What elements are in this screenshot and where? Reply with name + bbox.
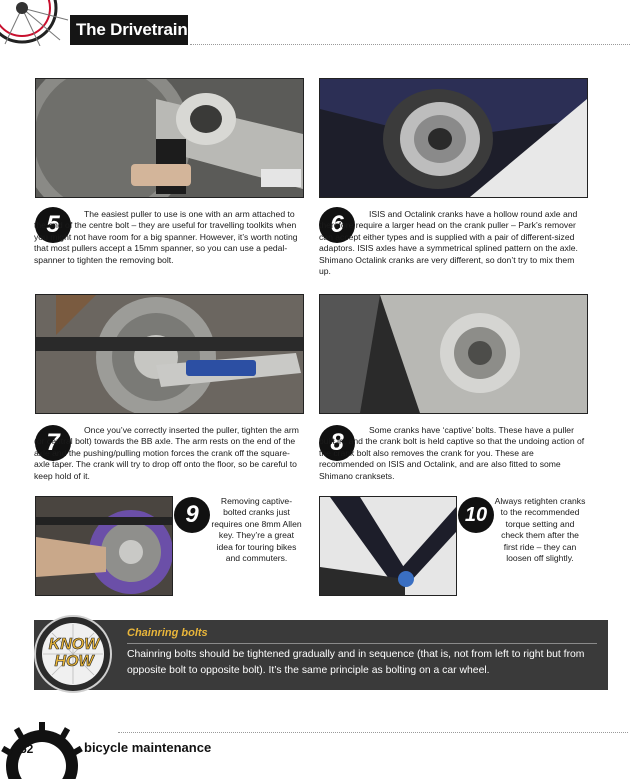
- step-9-photo: [35, 496, 173, 596]
- step-9-text: Removing captive-bolted cranks just requ…: [180, 496, 303, 564]
- step-8-photo: [319, 294, 588, 414]
- step-10-text: Always retighten cranks to the recommend…: [464, 496, 586, 564]
- page-number: 52: [20, 742, 34, 756]
- step-8-badge: 8: [319, 425, 355, 461]
- know-how-title: Chainring bolts: [127, 627, 208, 639]
- chainring-graphic: [0, 700, 95, 779]
- step-9-paragraph: Removing captive-bolted cranks just requ…: [211, 496, 302, 564]
- step-7-paragraph: Once you’ve correctly inserted the pulle…: [34, 425, 299, 481]
- know-how-divider: [127, 643, 597, 644]
- know-how-badge-line2: HOW: [54, 653, 94, 671]
- step-10-paragraph: Always retighten cranks to the recommend…: [494, 496, 586, 564]
- step-5-text: The easiest puller to use is one with an…: [34, 209, 302, 266]
- step-7-text: Once you’ve correctly inserted the pulle…: [34, 425, 302, 482]
- step-9-badge: 9: [174, 497, 210, 533]
- step-7-photo: [35, 294, 304, 414]
- page-title: The Drivetrain: [76, 20, 188, 39]
- step-10-photo: [319, 496, 457, 596]
- step-8-paragraph: Some cranks have ‘captive’ bolts. These …: [319, 425, 585, 481]
- footer-divider: [118, 732, 628, 733]
- step-8-text: Some cranks have ‘captive’ bolts. These …: [319, 425, 587, 482]
- know-how-box: [34, 620, 608, 690]
- step-5-paragraph: The easiest puller to use is one with an…: [34, 209, 298, 265]
- corner-wheel-graphic: [0, 0, 72, 46]
- step-5-photo: [35, 78, 304, 198]
- footer-title: bicycle maintenance: [84, 740, 212, 755]
- page-header: The Drivetrain: [70, 15, 188, 45]
- know-how-badge-text: KNOW HOW: [38, 636, 110, 671]
- step-5-badge: 5: [35, 207, 71, 243]
- know-how-text: Chainring bolts should be tightened grad…: [127, 649, 585, 676]
- step-6-photo: [319, 78, 588, 198]
- step-10-badge: 10: [458, 497, 494, 533]
- step-6-text: ISIS and Octalink cranks have a hollow r…: [319, 209, 587, 277]
- step-6-badge: 6: [319, 207, 355, 243]
- know-how-badge: [33, 614, 113, 694]
- step-7-badge: 7: [35, 425, 71, 461]
- know-how-badge-line1: KNOW: [48, 636, 100, 654]
- header-divider: [190, 44, 630, 45]
- step-6-paragraph: ISIS and Octalink cranks have a hollow r…: [319, 209, 578, 277]
